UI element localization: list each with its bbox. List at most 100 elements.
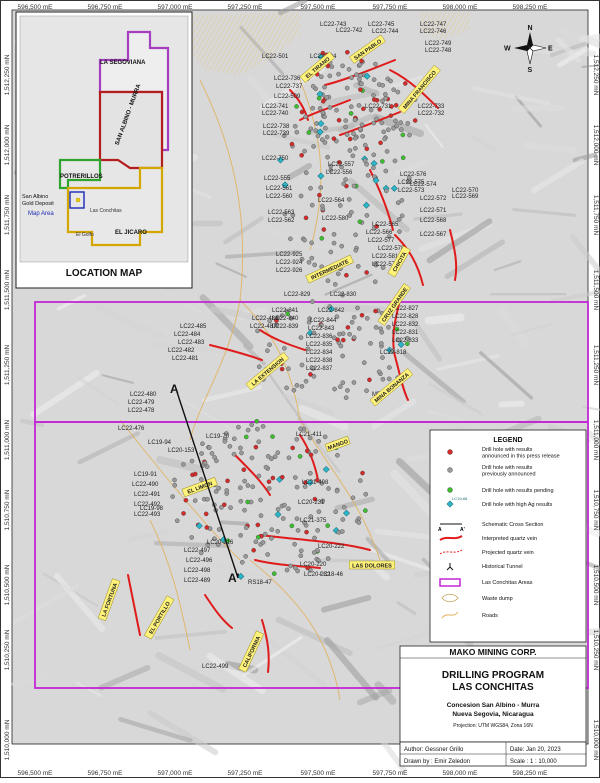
drill-hole-label: LC22-480 <box>130 392 157 398</box>
drill-hole-label: LC22-490 <box>132 482 159 488</box>
drill-hole-label: LC22-555 <box>264 176 291 182</box>
drill-hole-previous <box>383 137 387 141</box>
drill-hole-previous <box>175 519 179 523</box>
drill-hole-label: LC22-749 <box>425 41 452 47</box>
drill-hole-label: LC22-486 <box>252 316 279 322</box>
drill-hole-previous <box>319 185 323 189</box>
coord-right: 1,510,750 mN <box>592 490 599 531</box>
drill-hole-previous <box>303 115 307 119</box>
drill-hole-previous <box>200 451 204 455</box>
drill-hole-previous <box>360 123 364 127</box>
drill-hole-pending <box>272 572 276 576</box>
drill-hole-new <box>378 141 382 145</box>
drill-hole-previous <box>238 486 242 490</box>
legend-item-label: Drill hole with results pending <box>482 488 554 494</box>
drill-hole-previous <box>332 387 336 391</box>
drill-hole-label: LC22-484 <box>174 332 201 338</box>
drill-hole-new <box>290 142 294 146</box>
scale-label: Scale : 1 : 10,000 <box>510 759 557 765</box>
drill-hole-new <box>181 511 185 515</box>
drill-hole-label: LC18-46 <box>320 572 344 578</box>
drill-hole-previous <box>289 564 293 568</box>
drill-hole-label: LC22-830 <box>330 292 357 298</box>
drill-hole-label: LC22-832 <box>392 322 419 328</box>
drill-hole-previous <box>228 444 232 448</box>
drill-hole-previous <box>257 365 261 369</box>
legend-item-label: Drill hole with high Ag results <box>482 502 553 508</box>
coord-top: 597,500 mE <box>300 4 336 11</box>
drill-hole-previous <box>358 478 362 482</box>
coord-right: 1,512,000 mN <box>592 125 599 166</box>
drill-hole-previous <box>386 325 390 329</box>
drill-hole-previous <box>295 485 299 489</box>
drill-hole-previous <box>351 132 355 136</box>
legend-section-a: A <box>438 527 442 533</box>
drill-hole-previous <box>345 132 349 136</box>
drill-hole-previous <box>352 380 356 384</box>
drill-hole-previous <box>374 117 378 121</box>
drill-hole-previous <box>328 105 332 109</box>
drill-hole-previous <box>302 149 306 153</box>
drill-hole-label: LC22-499 <box>202 664 229 670</box>
coord-right: 1,510,250 mN <box>592 630 599 671</box>
legend-item-label: Las Conchitas Areas <box>482 580 533 586</box>
inset-title: LOCATION MAP <box>66 268 143 279</box>
drill-hole-previous <box>236 425 240 429</box>
drill-hole-previous <box>267 343 271 347</box>
drill-hole-previous <box>323 140 327 144</box>
drill-hole-previous <box>362 361 366 365</box>
drill-hole-previous <box>286 367 290 371</box>
drill-hole-previous <box>351 154 355 158</box>
drill-hole-previous <box>181 462 185 466</box>
drill-hole-previous <box>244 526 248 530</box>
drill-hole-previous <box>193 498 197 502</box>
drill-hole-previous <box>317 439 321 443</box>
drill-hole-previous <box>244 554 248 558</box>
drill-hole-label: LC22-498 <box>184 568 211 574</box>
drill-hole-previous <box>397 229 401 233</box>
drill-hole-previous <box>225 488 229 492</box>
drill-hole-previous <box>281 516 285 520</box>
drill-hole-new <box>193 472 197 476</box>
drill-hole-previous <box>238 446 242 450</box>
drill-hole-previous <box>348 332 352 336</box>
drill-hole-previous <box>359 81 363 85</box>
drill-hole-previous <box>318 106 322 110</box>
drill-hole-previous <box>387 365 391 369</box>
drill-hole-new <box>358 88 362 92</box>
drill-hole-previous <box>261 540 265 544</box>
drill-hole-previous <box>300 384 304 388</box>
drill-hole-pending <box>307 130 311 134</box>
drill-hole-previous <box>340 529 344 533</box>
drill-hole-previous <box>353 136 357 140</box>
drill-hole-previous <box>310 203 314 207</box>
drill-hole-label: LC22-818 <box>380 350 407 356</box>
drill-hole-previous <box>255 427 259 431</box>
drill-hole-previous <box>264 465 268 469</box>
drill-hole-pending <box>290 524 294 528</box>
drill-hole-label: LC19-70 <box>206 434 230 440</box>
drill-hole-new <box>225 479 229 483</box>
drill-hole-previous <box>299 335 303 339</box>
drill-hole-new <box>360 471 364 475</box>
drill-hole-label: LC22-573 <box>398 188 425 194</box>
drill-hole-previous <box>307 260 311 264</box>
drill-hole-label: LC22-493 <box>134 512 161 518</box>
coord-bottom: 598,000 mE <box>442 770 478 777</box>
drill-hole-previous <box>344 118 348 122</box>
drill-hole-previous <box>302 238 306 242</box>
terrain-ridge <box>501 404 521 405</box>
drill-hole-previous <box>387 377 391 381</box>
legend-item-label: Schematic Cross Section <box>482 522 543 528</box>
drill-hole-label: LC22-487 <box>250 324 277 330</box>
inset-map-area-label: Map Area <box>28 211 54 217</box>
inset-las-conchitas-label: Las Conchitas <box>90 208 122 214</box>
coord-left: 1,510,500 mN <box>4 564 11 605</box>
drill-hole-new <box>346 325 350 329</box>
coord-right: 1,510,500 mN <box>592 565 599 606</box>
coord-left: 1,510,000 mN <box>4 719 11 760</box>
drill-hole-previous <box>357 520 361 524</box>
coord-right: 1,511,250 mN <box>592 345 599 386</box>
drill-hole-label: LC22-843 <box>308 326 335 332</box>
